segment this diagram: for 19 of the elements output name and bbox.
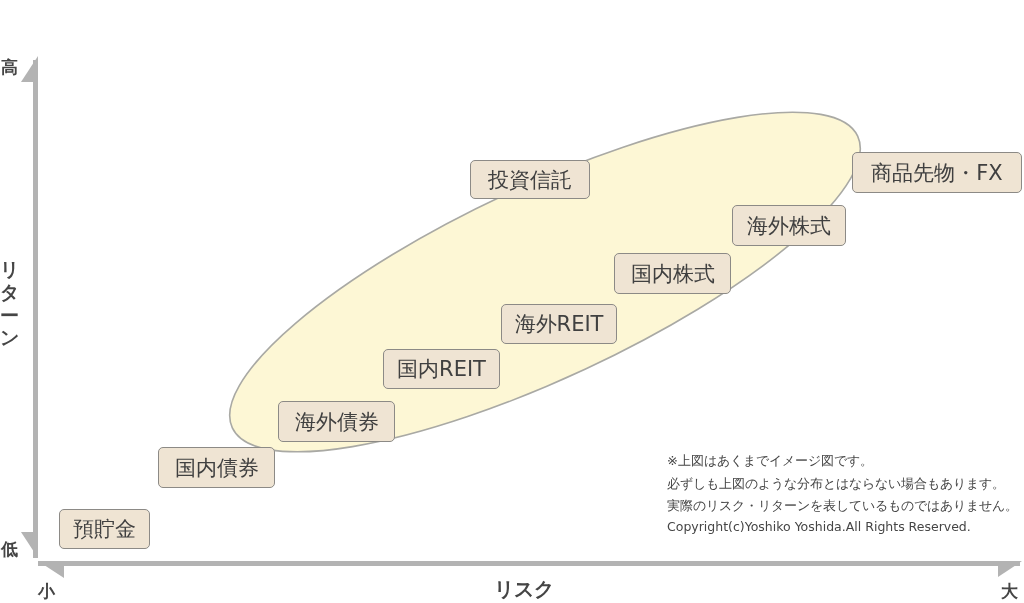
asset-class-box: 海外株式 <box>732 205 846 246</box>
asset-class-box: 預貯金 <box>59 509 150 549</box>
axis-title: リターン <box>0 258 20 350</box>
asset-class-box: 国内株式 <box>614 253 731 294</box>
asset-class-box: 投資信託 <box>470 160 590 199</box>
asset-class-box: 海外債券 <box>278 401 395 442</box>
axis-end-label: 低 <box>1 540 18 560</box>
asset-class-box: 国内債券 <box>158 447 275 488</box>
asset-class-box: 商品先物・FX <box>852 152 1022 193</box>
asset-class-box: 海外REIT <box>501 304 617 344</box>
asset-class-box: 国内REIT <box>383 349 500 389</box>
note-text: 必ずしも上図のような分布とはならない場合もあります。 <box>667 477 1005 492</box>
note-text: 実際のリスク・リターンを表しているものではありません。 <box>667 499 1018 514</box>
note-text: ※上図はあくまでイメージ図です。 <box>667 454 873 469</box>
copyright-text: Copyright(c)Yoshiko Yoshida.All Rights Reserved. <box>667 520 971 535</box>
axis-end-label: 大 <box>1001 582 1018 602</box>
axis-end-label: 高 <box>1 58 18 78</box>
axis-title: リスク <box>494 578 554 601</box>
axis-end-label: 小 <box>38 582 55 602</box>
